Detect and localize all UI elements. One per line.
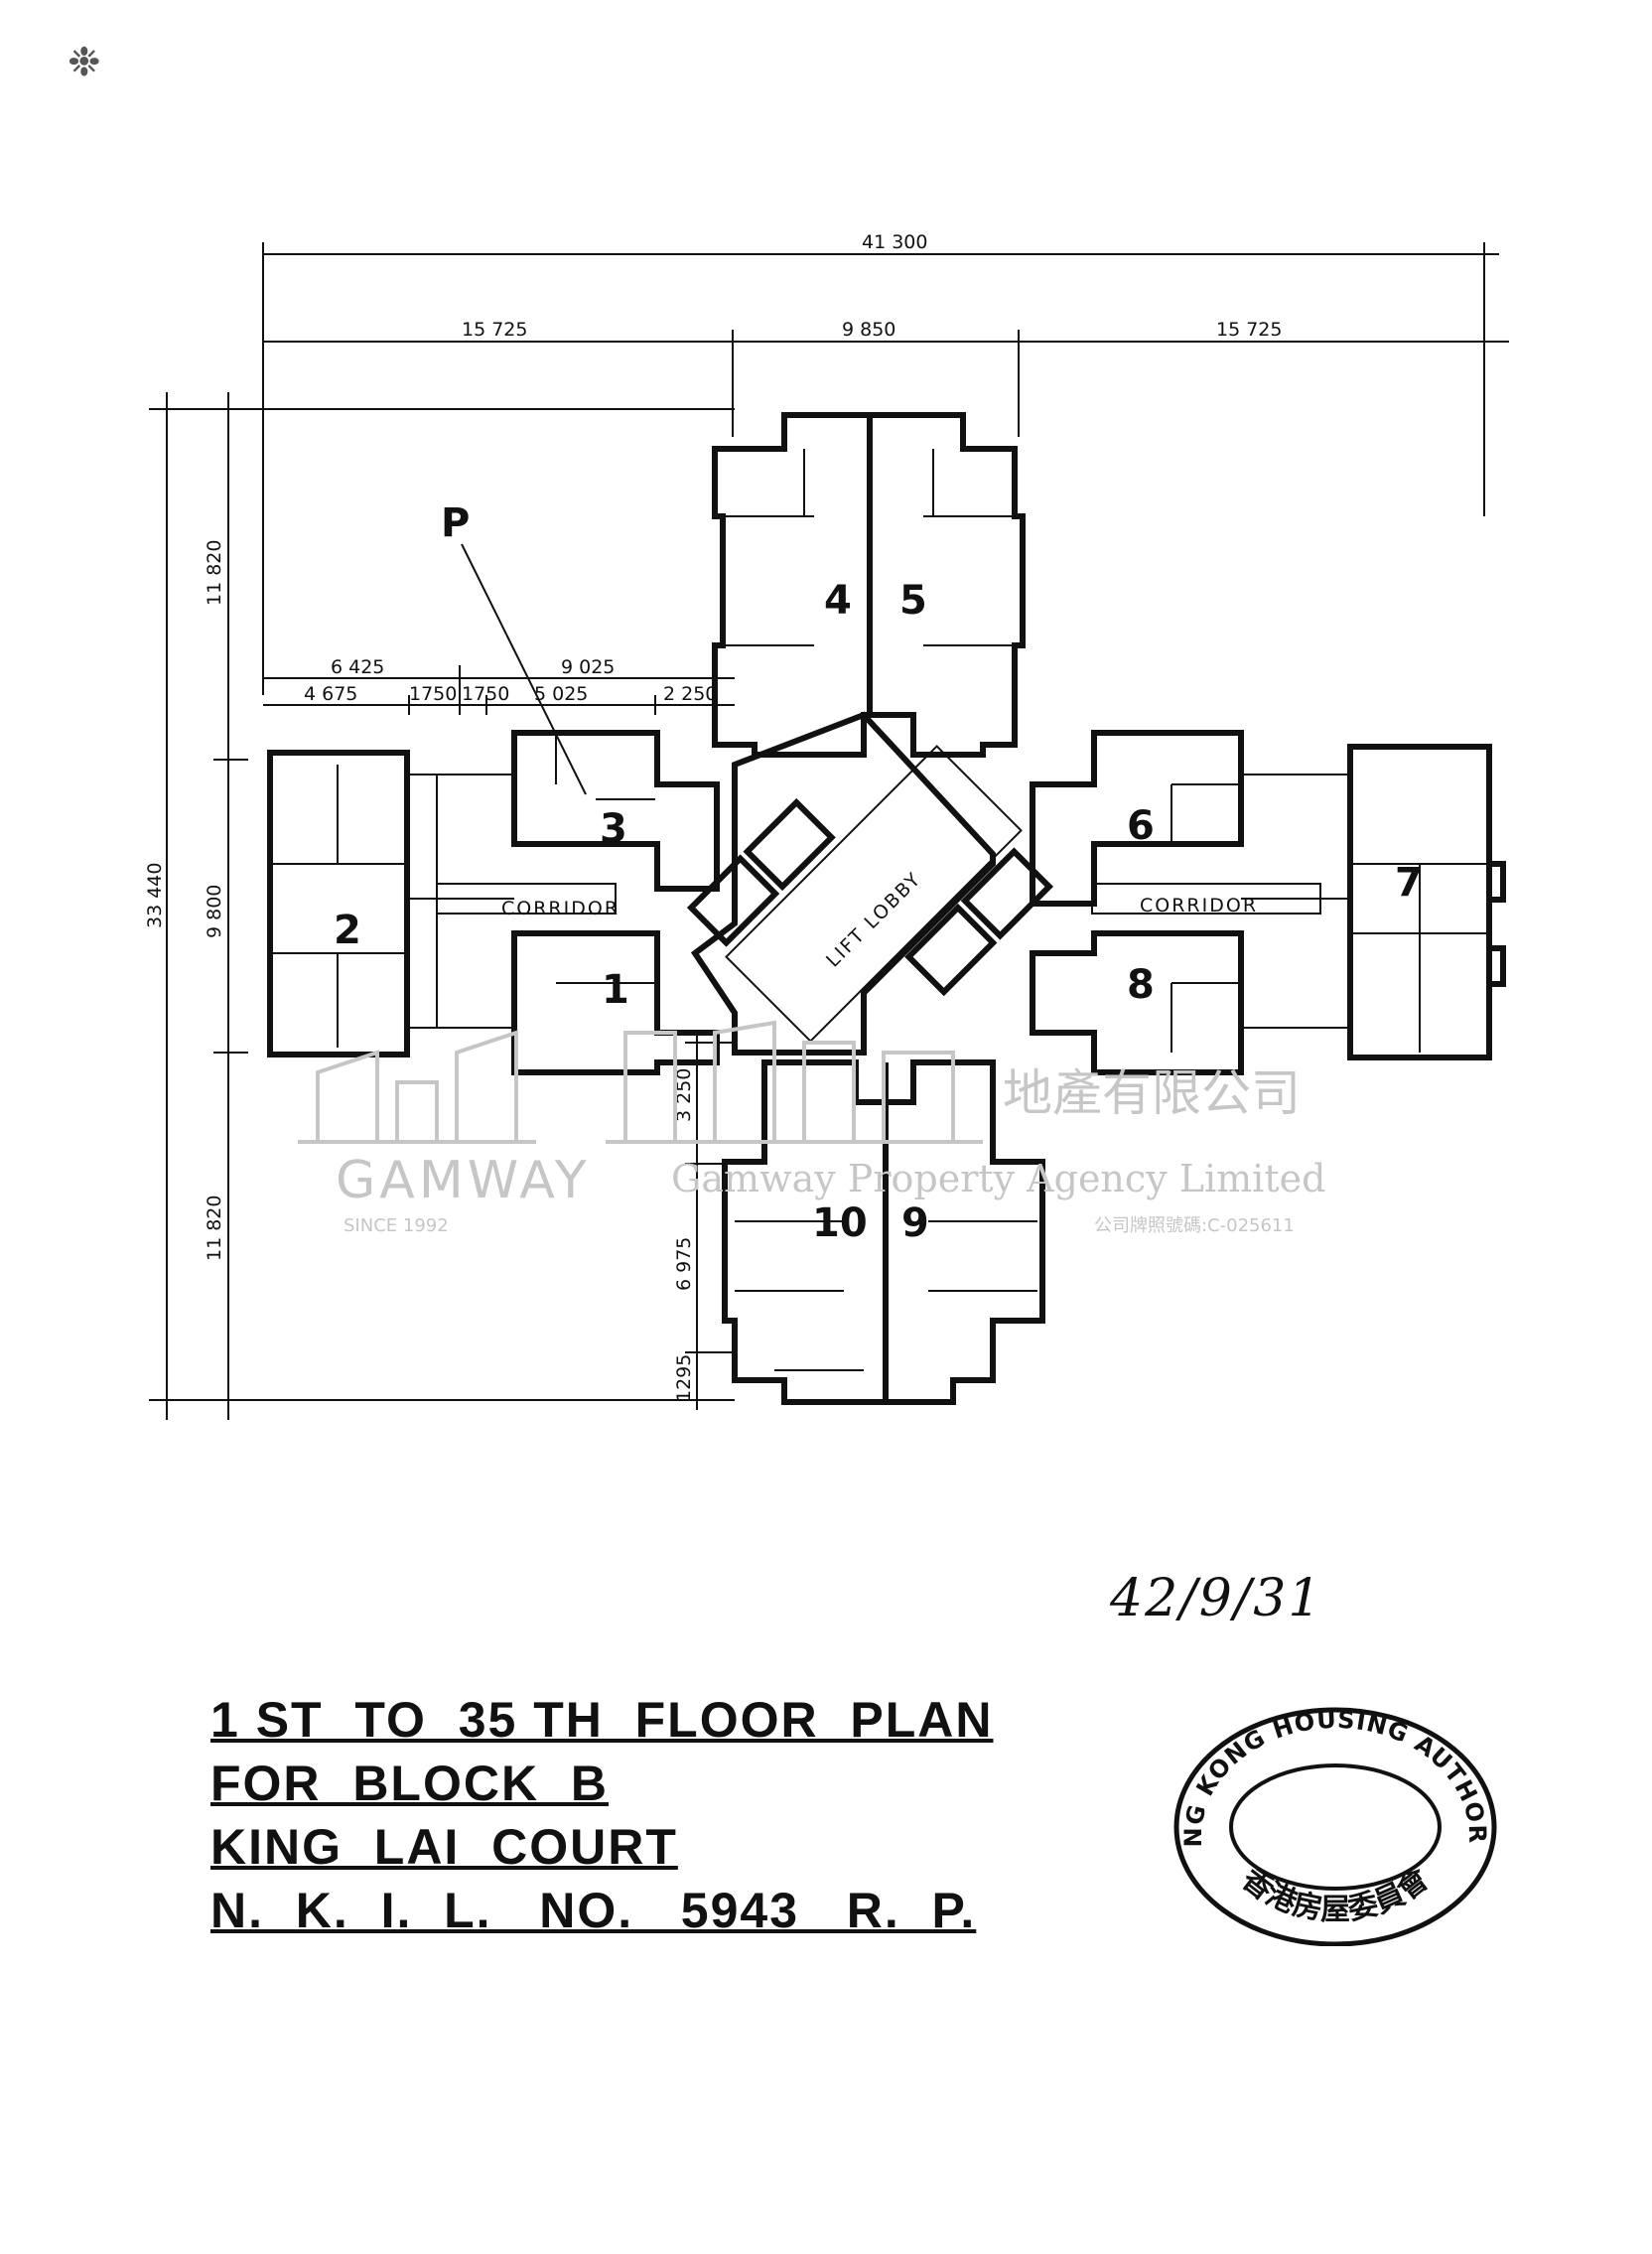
watermark-chinese: 地產有限公司 bbox=[1003, 1064, 1301, 1122]
unit-number-6: 6 bbox=[1127, 803, 1155, 849]
dim-2250: 2 250 bbox=[663, 683, 717, 705]
dim-9025: 9 025 bbox=[561, 656, 615, 678]
watermark: 地產有限公司 GAMWAY Gamway Property Agency Lim… bbox=[298, 1020, 1325, 1236]
dim-mid-depth: 9 800 bbox=[204, 885, 225, 938]
building-walls bbox=[267, 412, 1506, 1405]
unit-number-5: 5 bbox=[899, 578, 927, 624]
dim-6975: 6 975 bbox=[673, 1237, 695, 1291]
unit-number-1: 1 bbox=[602, 967, 629, 1013]
seal-inner-text: 香港房屋委員會 bbox=[1235, 1861, 1437, 1926]
dim-1750b: 1750 bbox=[462, 683, 509, 705]
corridor-left-label: CORRIDOR bbox=[501, 898, 620, 919]
housing-authority-seal: HONG KONG HOUSING AUTHORITY 香港房屋委員會 bbox=[1162, 1688, 1497, 1946]
dim-overall-depth: 33 440 bbox=[144, 863, 166, 928]
handwritten-reference: 42/9/31 bbox=[1110, 1569, 1323, 1628]
title-line-4: N. K. I. L. NO. 5943 R. P. bbox=[210, 1883, 977, 1938]
unit-number-4: 4 bbox=[824, 578, 852, 624]
unit-number-7: 7 bbox=[1395, 860, 1423, 906]
watermark-english: Gamway Property Agency Limited bbox=[671, 1157, 1325, 1200]
svg-text:香港房屋委員會: 香港房屋委員會 bbox=[1235, 1861, 1437, 1926]
dim-bottom-depth: 11 820 bbox=[204, 1196, 225, 1261]
pointer-label: P bbox=[441, 500, 470, 546]
title-line-3: KING LAI COURT bbox=[210, 1819, 678, 1875]
wing-subdimensions bbox=[263, 665, 735, 715]
corridor-right-label: CORRIDOR bbox=[1140, 895, 1258, 916]
dim-top-depth: 11 820 bbox=[204, 540, 225, 606]
title-line-2: FOR BLOCK B bbox=[210, 1756, 609, 1811]
dim-3250: 3 250 bbox=[673, 1068, 695, 1122]
dim-4675: 4 675 bbox=[304, 683, 357, 705]
unit-number-10: 10 bbox=[812, 1200, 868, 1246]
corner-scribble-mark: ❉ bbox=[68, 40, 101, 85]
seal-outer-text: HONG KONG HOUSING AUTHORITY bbox=[1162, 1688, 1490, 1847]
dim-5025: 5 025 bbox=[534, 683, 588, 705]
dim-left-wing: 15 725 bbox=[462, 319, 527, 341]
title-line-1: 1 ST TO 35 TH FLOOR PLAN bbox=[210, 1692, 994, 1748]
pointer-line bbox=[461, 543, 587, 795]
dim-overall-width: 41 300 bbox=[862, 231, 927, 253]
dim-right-wing: 15 725 bbox=[1216, 319, 1282, 341]
watermark-since: SINCE 1992 bbox=[344, 1215, 449, 1236]
unit-number-2: 2 bbox=[334, 908, 361, 953]
dim-6425: 6 425 bbox=[331, 656, 384, 678]
unit-numbers: 1 2 3 4 5 6 7 8 9 10 bbox=[334, 578, 1423, 1246]
dim-1750a: 1750 bbox=[409, 683, 457, 705]
dim-center: 9 850 bbox=[842, 319, 895, 341]
left-dimensions bbox=[149, 392, 735, 1420]
dim-1295: 1295 bbox=[673, 1354, 695, 1402]
unit-number-8: 8 bbox=[1127, 962, 1155, 1008]
watermark-building-logo bbox=[298, 1020, 983, 1144]
watermark-license: 公司牌照號碼:C-025611 bbox=[1094, 1215, 1295, 1236]
watermark-brand: GAMWAY bbox=[336, 1151, 591, 1210]
top-dimensions bbox=[149, 242, 1509, 695]
svg-text:HONG KONG HOUSING AUTHORITY: HONG KONG HOUSING AUTHORITY bbox=[1162, 1688, 1491, 1847]
unit-3: 3 bbox=[600, 806, 627, 852]
plan-title-block: 1 ST TO 35 TH FLOOR PLAN FOR BLOCK B KIN… bbox=[210, 1688, 994, 1942]
unit-number-9: 9 bbox=[901, 1200, 929, 1246]
